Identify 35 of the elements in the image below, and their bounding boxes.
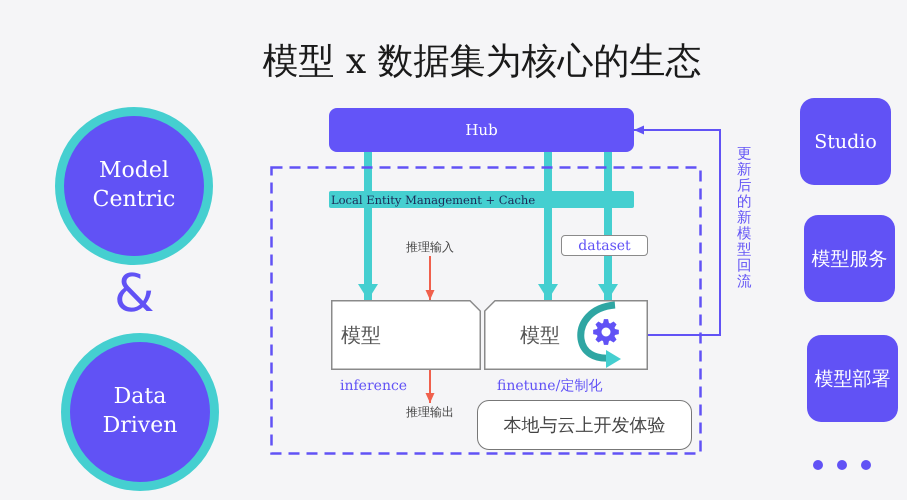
arrow <box>358 208 378 300</box>
ampersand: & <box>114 268 155 320</box>
card-title: 模型 <box>520 322 560 348</box>
tile-label: 模型服务 <box>812 246 888 272</box>
caption-text: inference <box>340 378 408 395</box>
box-label: 本地与云上开发体验 <box>504 414 666 437</box>
dashed-boundary <box>270 166 702 455</box>
model-card <box>331 300 481 370</box>
feature-tile <box>800 98 891 185</box>
cache-bar <box>329 191 634 208</box>
connector-line <box>364 152 372 191</box>
card-title: 模型 <box>341 322 381 348</box>
circle-label: Model Centric <box>92 157 176 214</box>
arrow <box>538 208 558 300</box>
tile-label: Studio <box>814 130 877 152</box>
arrow <box>426 370 434 403</box>
hub-bar <box>329 108 634 152</box>
connector-line <box>604 152 612 191</box>
flow-text: 推理输出 <box>396 403 464 421</box>
tile-label: 模型部署 <box>814 366 890 392</box>
circle-label: Data Driven <box>102 383 178 440</box>
flow-text: 推理输入 <box>396 239 464 256</box>
edge-label: dataset <box>561 235 648 256</box>
model-card <box>484 300 648 370</box>
edge-label: 更新后的新模型回流 <box>737 147 752 290</box>
title: 模型 x 数据集为核心的生态 <box>262 40 702 84</box>
feature-tile <box>804 215 895 302</box>
experience-box <box>477 400 692 450</box>
arrow <box>426 256 434 300</box>
bar-label: Local Entity Management + Cache <box>331 192 536 206</box>
hub-label: Hub <box>465 121 498 139</box>
connector-line <box>544 152 552 191</box>
feature-tile <box>807 335 898 422</box>
arrow <box>634 126 721 336</box>
caption-text: finetune/定制化 <box>497 378 602 395</box>
